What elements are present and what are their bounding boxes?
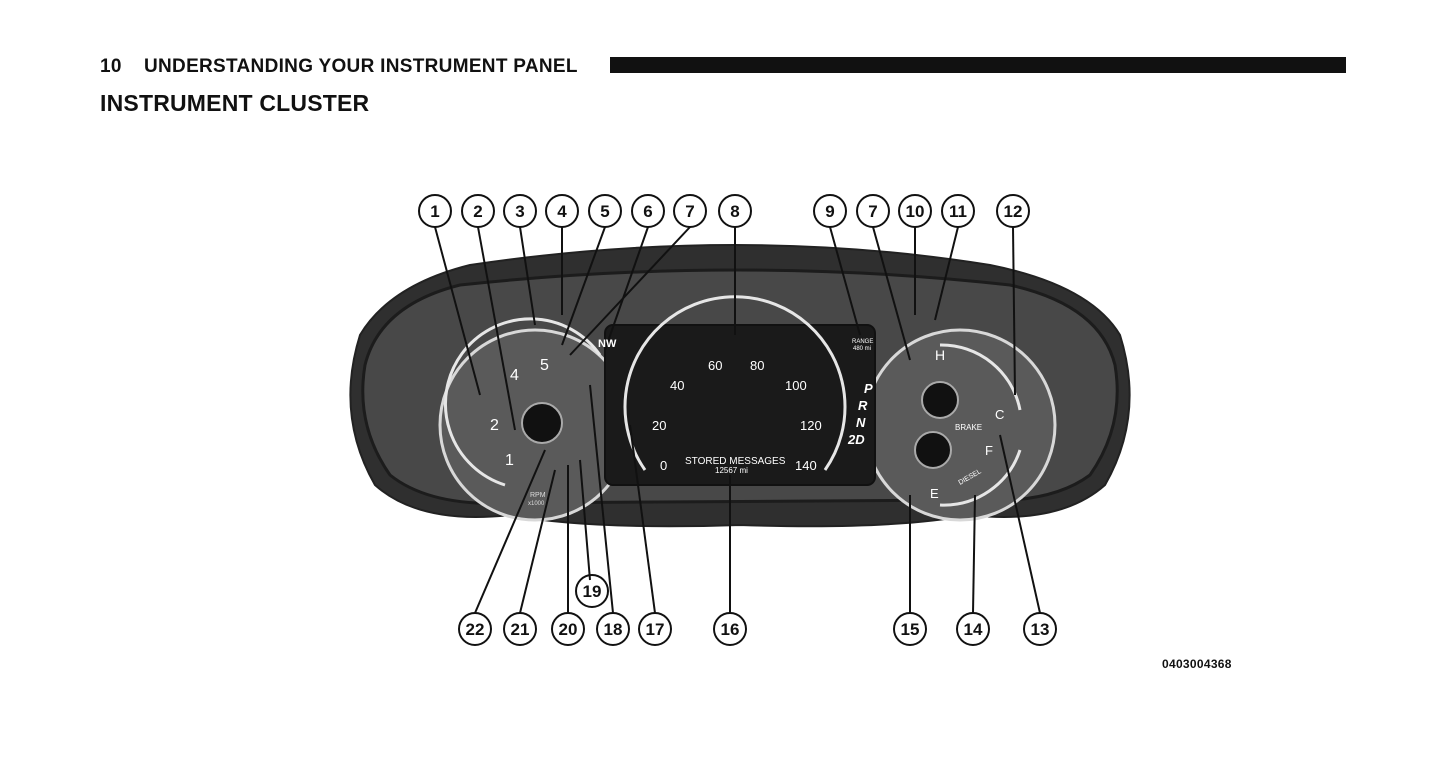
fuel-hub bbox=[914, 431, 952, 469]
speed-tick-60: 60 bbox=[708, 358, 722, 373]
figure-id: 0403004368 bbox=[1162, 657, 1232, 671]
tach-unit: RPM bbox=[530, 492, 546, 499]
tach-tick-4: 4 bbox=[510, 367, 519, 384]
bottom-callout-label: 14 bbox=[964, 620, 983, 639]
fuel-arc bbox=[939, 449, 1022, 507]
bottom-callout-label: 13 bbox=[1031, 620, 1050, 639]
bottom-callout-circle bbox=[575, 574, 609, 608]
gear-n: N bbox=[856, 415, 866, 430]
top-callout-label: 4 bbox=[557, 202, 567, 221]
top-callout-label: 8 bbox=[730, 202, 739, 221]
bottom-callout-label: 21 bbox=[511, 620, 530, 639]
bottom-callout-label: 18 bbox=[604, 620, 623, 639]
speed-tick-140: 140 bbox=[795, 458, 817, 473]
top-callout-label: 5 bbox=[600, 202, 609, 221]
range-label: RANGE bbox=[852, 339, 873, 345]
temp-cold-label: C bbox=[995, 407, 1004, 422]
speed-tick-20: 20 bbox=[652, 418, 666, 433]
tach-tick-5: 5 bbox=[540, 357, 549, 374]
temp-hub bbox=[921, 381, 959, 419]
page-header: 10 UNDERSTANDING YOUR INSTRUMENT PANEL bbox=[100, 54, 1346, 78]
speed-tick-80: 80 bbox=[750, 358, 764, 373]
speed-tick-0: 0 bbox=[660, 458, 667, 473]
brake-label: BRAKE bbox=[955, 423, 982, 432]
speed-tick-100: 100 bbox=[785, 378, 807, 393]
center-display bbox=[604, 324, 876, 486]
tach-tick-1: 1 bbox=[505, 452, 514, 469]
temp-arc bbox=[939, 343, 1022, 411]
speed-tick-120: 120 bbox=[800, 418, 822, 433]
top-callout-label: 3 bbox=[515, 202, 524, 221]
bottom-callout-label: 15 bbox=[901, 620, 920, 639]
top-callout-label: 10 bbox=[906, 202, 925, 221]
bottom-callout-label: 17 bbox=[646, 620, 665, 639]
leader-lines bbox=[434, 226, 1041, 614]
header-rule bbox=[610, 57, 1346, 73]
top-callout-label: 6 bbox=[643, 202, 652, 221]
tach-tick-2: 2 bbox=[490, 417, 499, 434]
top-callout-label: 11 bbox=[949, 202, 967, 221]
top-callout-label: 12 bbox=[1004, 202, 1023, 221]
gear-2d: 2D bbox=[847, 432, 865, 447]
compass-heading: NW bbox=[598, 338, 617, 350]
tachometer-hub bbox=[521, 402, 563, 444]
tachometer-arc bbox=[443, 317, 602, 487]
top-callout-label: 9 bbox=[825, 202, 834, 221]
fuel-empty-label: E bbox=[930, 486, 939, 501]
bottom-callout-label: 20 bbox=[559, 620, 578, 639]
tach-unit-sub: x1000 bbox=[528, 501, 545, 507]
odometer: 12567 mi bbox=[715, 466, 748, 475]
bottom-callout-label: 19 bbox=[583, 582, 602, 601]
range-value: 480 mi bbox=[853, 346, 871, 352]
fuel-full-label: F bbox=[985, 443, 993, 458]
top-callout-label: 7 bbox=[868, 202, 877, 221]
gear-p: P bbox=[864, 381, 873, 396]
speed-tick-40: 40 bbox=[670, 378, 684, 393]
temp-hot-label: H bbox=[935, 347, 945, 363]
gear-r: R bbox=[858, 398, 868, 413]
page-number: 10 bbox=[100, 56, 122, 77]
top-callout-label: 7 bbox=[685, 202, 694, 221]
bottom-callout-label: 16 bbox=[721, 620, 740, 639]
section-title: INSTRUMENT CLUSTER bbox=[100, 90, 370, 116]
chapter-title: UNDERSTANDING YOUR INSTRUMENT PANEL bbox=[144, 56, 578, 77]
speedometer-ticks: 0 20 40 60 80 100 120 140 bbox=[652, 358, 822, 473]
bottom-callout-label: 22 bbox=[466, 620, 485, 639]
top-callout-label: 1 bbox=[430, 202, 439, 221]
top-callout-label: 2 bbox=[473, 202, 482, 221]
stored-messages: STORED MESSAGES bbox=[685, 456, 786, 467]
